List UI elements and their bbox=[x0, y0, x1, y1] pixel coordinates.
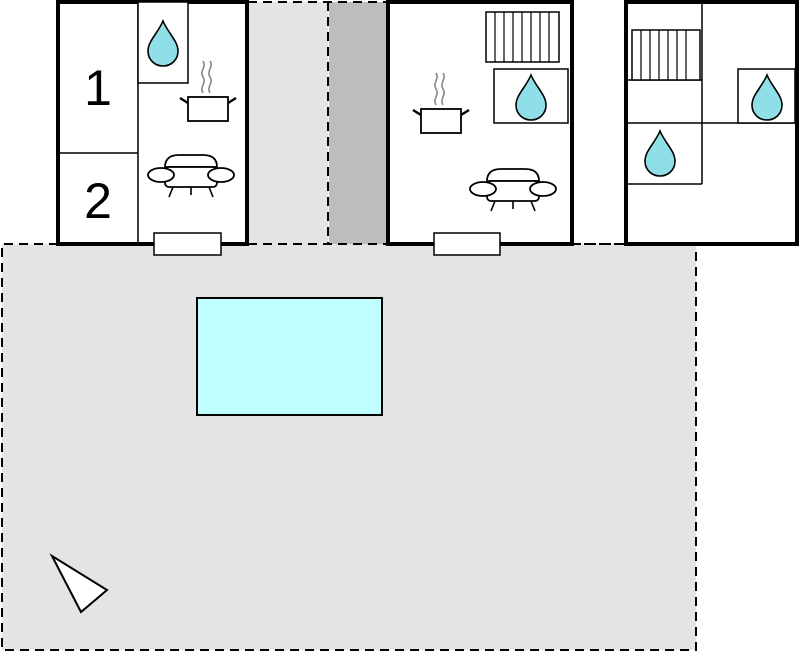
room-number-1: 1 bbox=[84, 60, 112, 116]
building-left: 1 2 bbox=[56, 0, 249, 256]
north-arrow-icon bbox=[49, 553, 109, 614]
walkway bbox=[248, 2, 328, 245]
room-number-2: 2 bbox=[84, 173, 112, 229]
pool bbox=[196, 297, 383, 416]
door-icon bbox=[433, 232, 501, 256]
covered-area bbox=[329, 2, 388, 244]
door-icon bbox=[153, 232, 222, 256]
staircase-icon bbox=[631, 29, 701, 81]
staircase-icon bbox=[485, 11, 560, 63]
building-right bbox=[624, 0, 799, 246]
building-middle bbox=[386, 0, 574, 256]
